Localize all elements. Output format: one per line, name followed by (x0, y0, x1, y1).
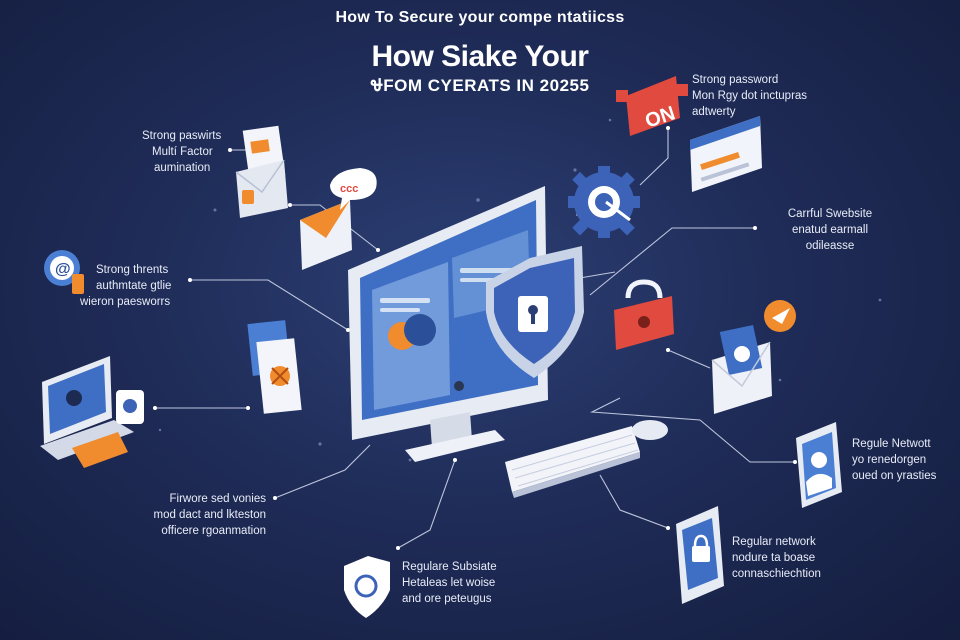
laptop-user-icon (40, 356, 144, 468)
headline: How Sіake Your (371, 40, 589, 73)
gear-icon (568, 166, 640, 238)
tablet-user-icon (796, 422, 842, 508)
padlock-icon (614, 279, 674, 350)
label-strong-passwords-left: Strong paswirts Multí Factor aumination (142, 130, 222, 174)
svg-text:@: @ (55, 261, 71, 278)
chat-bubble-text: ccc (340, 183, 358, 195)
connector-dots (153, 126, 797, 550)
desktop-monitor (348, 186, 548, 462)
label-strong-threats: Strong thrents authmtate gtlie wieron pa… (80, 264, 172, 308)
on-badge-icon: ON (616, 76, 688, 136)
keyboard (505, 426, 640, 498)
label-firmware: Fіrwore sed vonies mod dact and lkteston… (153, 493, 266, 537)
small-shield-icon (344, 556, 390, 618)
send-mail-icon (711, 300, 796, 414)
phone-lock-icon (676, 506, 724, 604)
documents-bug-icon (247, 320, 302, 414)
label-regular-network: Regular network nodure ta boase connasch… (732, 536, 821, 580)
webpage-window-icon (690, 116, 762, 192)
at-sign-icon: @ (44, 250, 84, 294)
document-envelope-icon (235, 125, 288, 218)
subheadline: ᏠFOM CYERATS IN 20255 (370, 76, 590, 95)
label-careful-website: Carrful Swebsite enatud earmall odileass… (787, 208, 873, 252)
shield-lock-icon (486, 246, 584, 378)
label-strong-password-right: Strong password Mon Rgy dot inctupras ad… (692, 74, 808, 118)
background-dots (158, 118, 882, 462)
label-regular-subsite: Regulare Subsіate Hetaleas let woise and… (402, 561, 497, 605)
mouse (632, 420, 668, 440)
top-title: How To Secure your compe ntatiicss (335, 9, 625, 26)
chat-mail-icon: ccc (300, 168, 377, 270)
label-regule-network: Regule Netwott yo renedorgen oued on yra… (852, 438, 937, 482)
